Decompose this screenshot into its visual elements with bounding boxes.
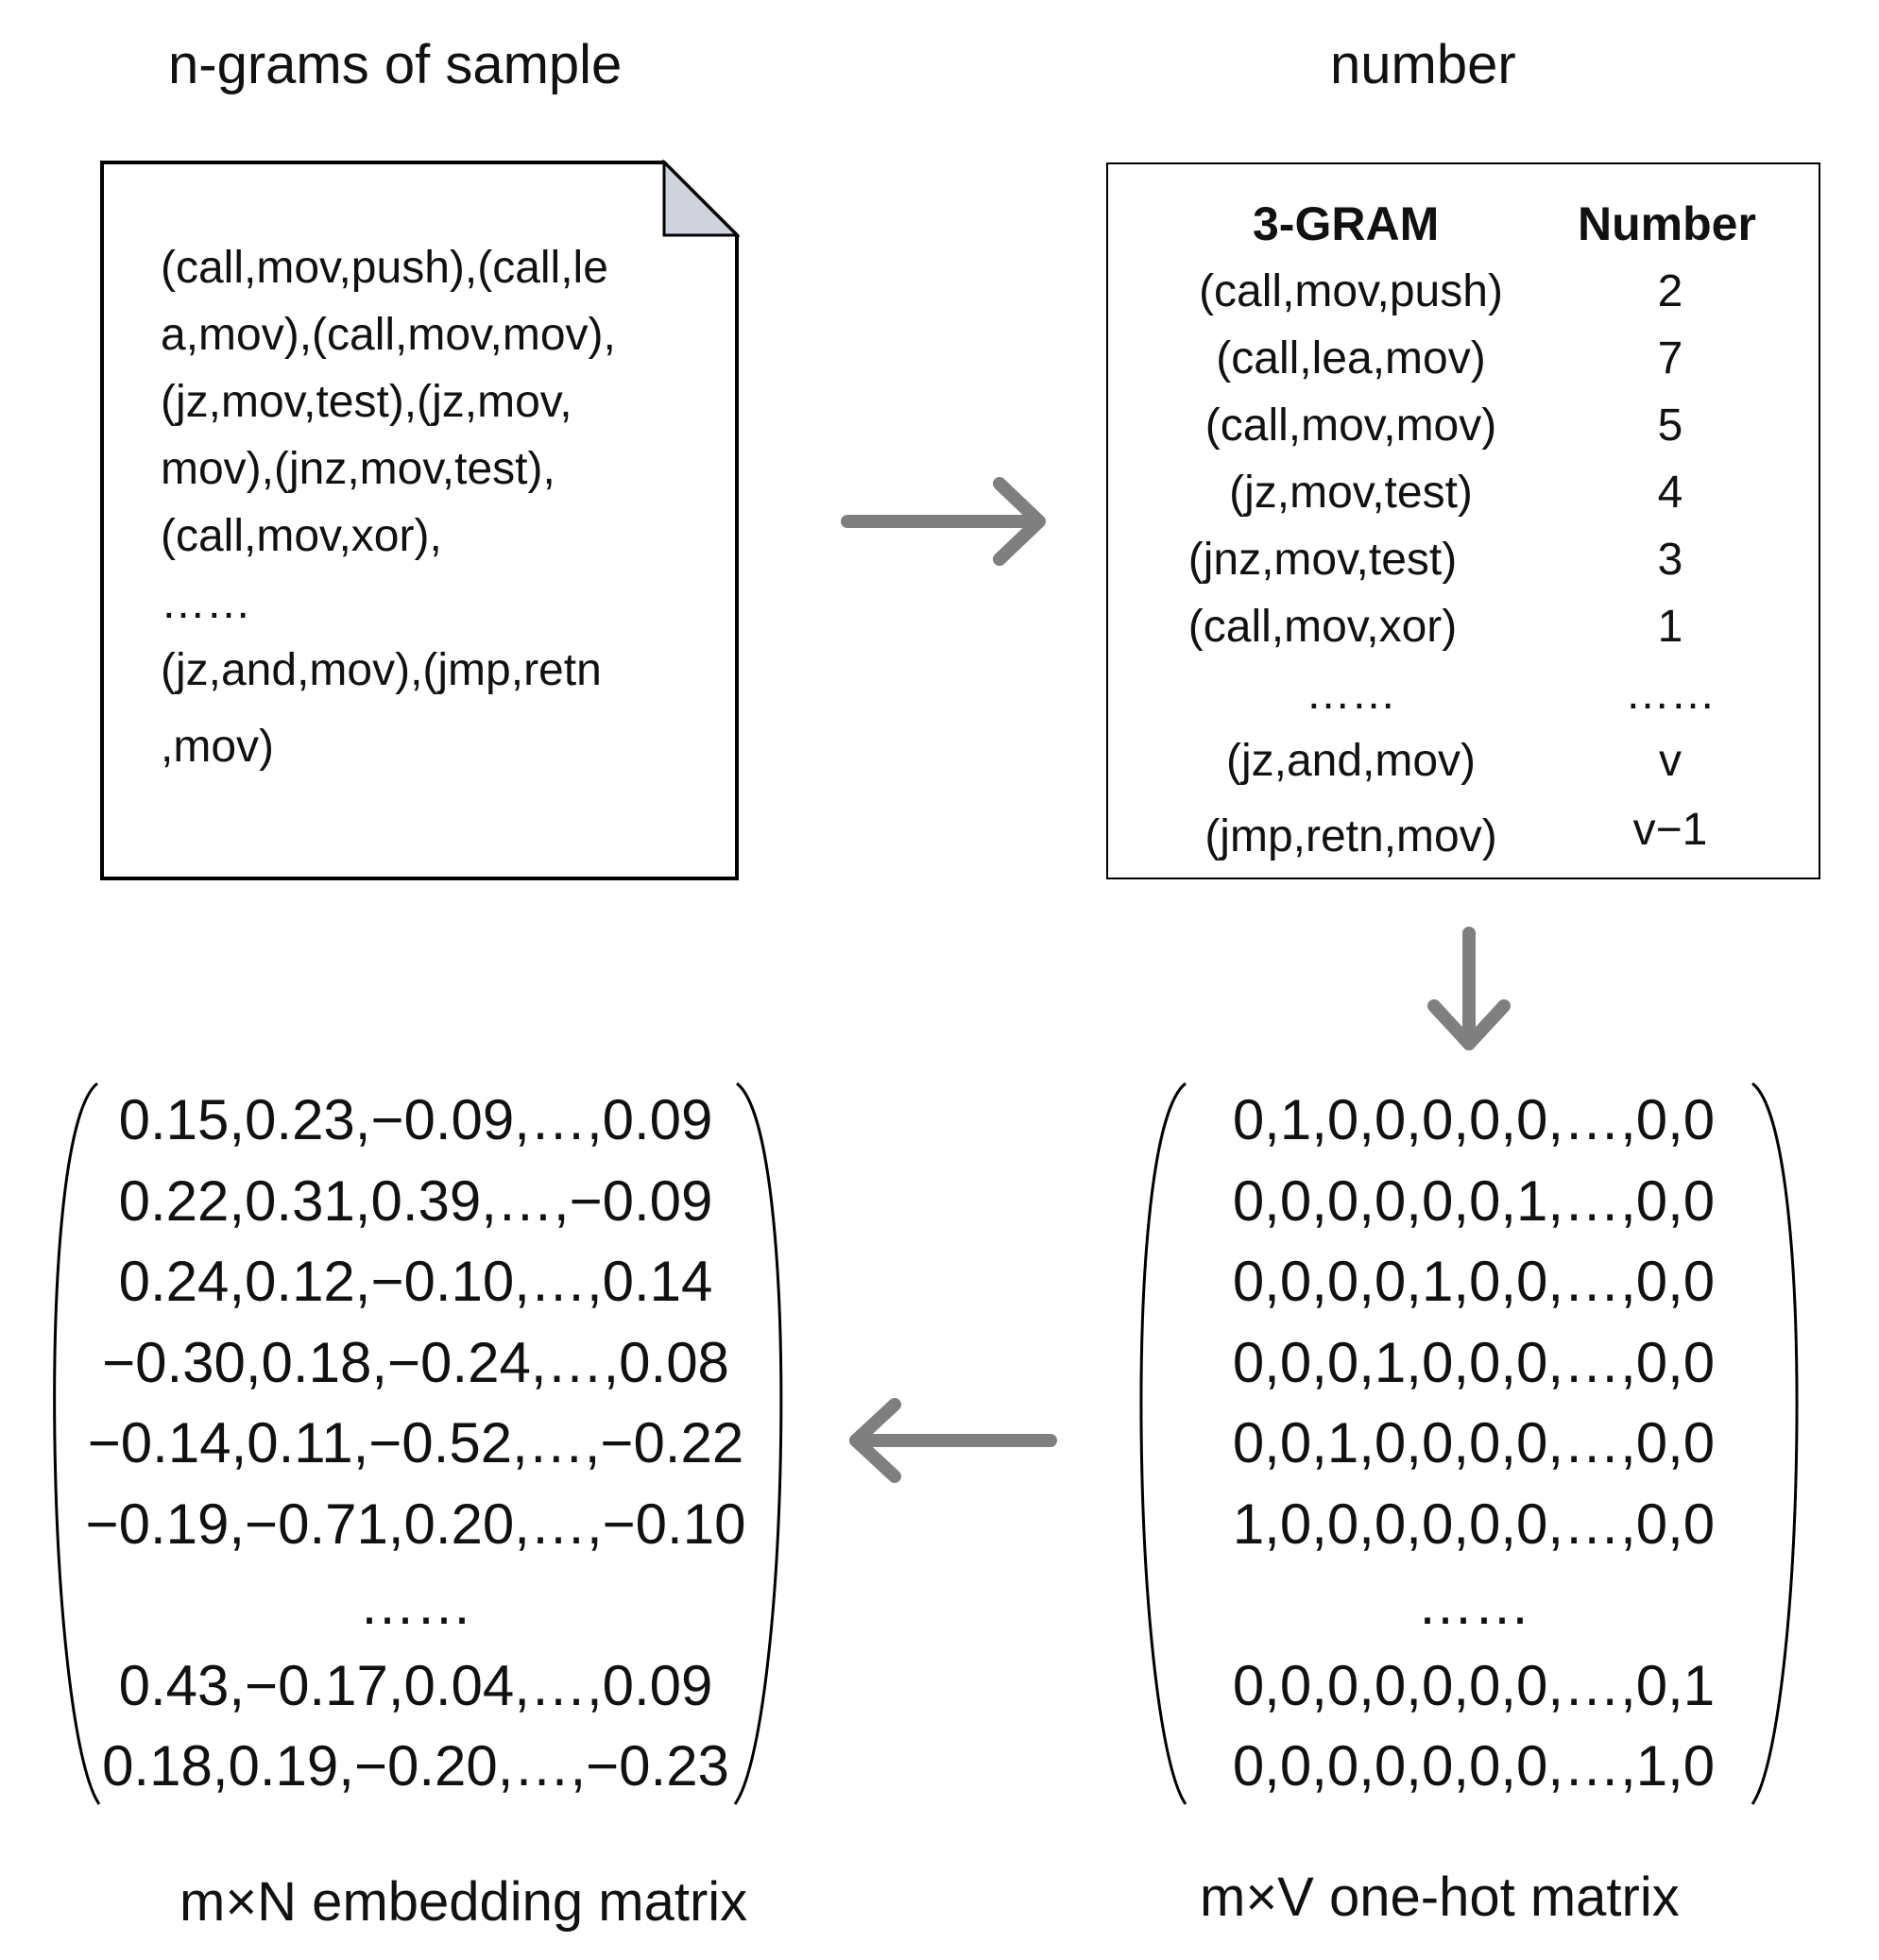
table-cell-number: v−1 — [1632, 805, 1708, 855]
table-panel-title: number — [1330, 34, 1516, 95]
embedding-matrix-row: −0.19,−0.71,0.20,…,−0.10 — [85, 1491, 746, 1556]
arrow-left-icon — [849, 1398, 1057, 1483]
table-cell-ngram: (jmp,retn,mov) — [1204, 811, 1497, 861]
onehot-matrix-row: 0,0,0,0,1,0,0,…,0,0 — [1232, 1250, 1716, 1313]
table-cell-ngram: (jnz,mov,test) — [1187, 535, 1458, 585]
embedding-matrix-row: −0.14,0.11,−0.52,…,−0.22 — [87, 1411, 744, 1474]
arrow-down-icon — [1427, 927, 1511, 1050]
embedding-matrix-row: 0.18,0.19,−0.20,…,−0.23 — [102, 1734, 729, 1798]
table-cell-ngram: (call,lea,mov) — [1216, 333, 1486, 383]
onehot-matrix-row: 1,0,0,0,0,0,0,…,0,0 — [1232, 1491, 1716, 1556]
onehot-matrix-caption: m×V one-hot matrix — [1200, 1866, 1680, 1928]
doc-ngram-text: (call,mov,push),(call,le a,mov),(call,mo… — [161, 234, 690, 780]
table-cell-number: …… — [1625, 669, 1716, 719]
doc-line: mov),(jnz,mov,test), — [161, 444, 555, 494]
embedding-matrix-caption: m×N embedding matrix — [179, 1871, 748, 1933]
embedding-matrix-row: 0.24,0.12,−0.10,…,0.14 — [118, 1250, 713, 1313]
embedding-matrix: 0.15,0.23,−0.09,…,0.09 0.22,0.31,0.39,…,… — [71, 1080, 760, 1807]
page-fold-corner — [662, 159, 741, 237]
table-cell-number: 1 — [1657, 602, 1683, 652]
embedding-matrix-brackets — [53, 1082, 783, 1805]
doc-line: (jz,mov,test),(jz,mov, — [161, 377, 572, 427]
embedding-matrix-row: −0.30,0.18,−0.24,…,0.08 — [102, 1330, 729, 1394]
onehot-matrix-row: …… — [1417, 1573, 1530, 1636]
table-cell-ngram: (jz,mov,test) — [1229, 468, 1473, 518]
onehot-matrix-row: 0,1,0,0,0,0,0,…,0,0 — [1232, 1088, 1716, 1151]
doc-line: …… — [161, 578, 251, 628]
table-cell-ngram: (jz,and,mov) — [1225, 736, 1477, 786]
onehot-matrix-row: 0,0,1,0,0,0,0,…,0,0 — [1232, 1411, 1716, 1474]
table-cell-number: 7 — [1657, 333, 1683, 383]
onehot-matrix-row: 0,0,0,0,0,0,0,…,0,1 — [1232, 1653, 1716, 1717]
table-cell-number: 3 — [1657, 535, 1683, 585]
doc-panel-title: n-grams of sample — [168, 34, 623, 95]
arrow-right-icon — [841, 477, 1046, 566]
embedding-matrix-row: 0.22,0.31,0.39,…,−0.09 — [118, 1168, 713, 1233]
onehot-matrix-brackets — [1139, 1082, 1799, 1805]
table-cell-number: 5 — [1657, 401, 1683, 451]
table-cell-ngram: (call,mov,mov) — [1204, 401, 1497, 451]
document-icon — [100, 159, 741, 880]
table-header-number: Number — [1578, 197, 1756, 250]
table-cell-ngram: (call,mov,xor) — [1187, 602, 1458, 652]
onehot-matrix: 0,1,0,0,0,0,0,…,0,0 0,0,0,0,0,0,1,…,0,0 … — [1190, 1080, 1757, 1807]
onehot-matrix-row: 0,0,0,0,0,0,0,…,1,0 — [1232, 1734, 1716, 1798]
table-cell-ngram: (call,mov,push) — [1199, 266, 1503, 316]
table-cell-number: 4 — [1657, 468, 1683, 518]
table-frame — [1106, 162, 1820, 879]
doc-line: (call,mov,push),(call,le — [161, 243, 608, 293]
onehot-matrix-row: 0,0,0,0,0,0,1,…,0,0 — [1232, 1168, 1716, 1233]
table-cell-number: 2 — [1657, 266, 1683, 316]
embedding-matrix-row: 0.15,0.23,−0.09,…,0.09 — [118, 1088, 713, 1151]
doc-line: ,mov) — [161, 722, 274, 772]
table-cell-number: v — [1659, 736, 1682, 786]
embedding-matrix-row: …… — [359, 1573, 472, 1636]
table-header-3gram: 3-GRAM — [1253, 197, 1440, 250]
doc-line: (jz,and,mov),(jmp,retn — [161, 645, 602, 695]
doc-line: (call,mov,xor), — [161, 511, 442, 561]
table-cell-ngram: …… — [1306, 669, 1396, 719]
embedding-matrix-row: 0.43,−0.17,0.04,…,0.09 — [118, 1653, 713, 1717]
doc-line: a,mov),(call,mov,mov), — [161, 310, 616, 360]
onehot-matrix-row: 0,0,0,1,0,0,0,…,0,0 — [1232, 1330, 1716, 1394]
